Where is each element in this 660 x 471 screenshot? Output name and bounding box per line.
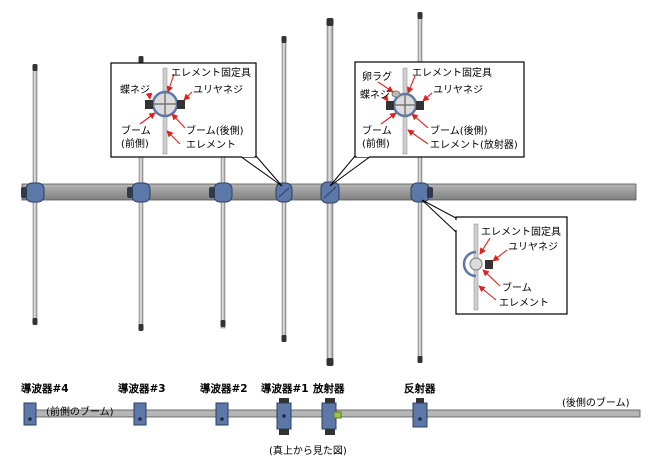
top-label-director1: 導波器#1 <box>261 382 309 395</box>
callout-reflector-clamp-label: エレメント固定具 <box>481 225 561 238</box>
callout-director1-boom-front-b: (前側) <box>121 137 149 150</box>
callout-radiator-boom-front-b: (前側) <box>362 137 390 150</box>
callout-reflector-drawing <box>462 223 493 311</box>
top-clamp-director1 <box>276 398 292 435</box>
callout-radiator-egglug-label: 卵ラグ <box>362 70 392 83</box>
callout-reflector-leaders <box>478 237 508 301</box>
clamp-reflector <box>410 182 433 203</box>
top-clamp-director2 <box>215 402 229 426</box>
callout-radiator-boom-rear: ブーム(後側) <box>430 124 488 137</box>
callout-radiator: エレメント固定具 卵ラグ 蝶ネジ ユリヤネジ ブーム (前側) ブーム(後側) … <box>329 61 525 187</box>
callout-radiator-leaders <box>377 75 433 145</box>
top-boom-front-label: (前側のブーム) <box>46 405 114 418</box>
callout-radiator-element-label: エレメント(放射器) <box>430 138 518 151</box>
top-label-director3: 導波器#3 <box>118 382 166 395</box>
top-label-reflector: 反射器 <box>404 382 436 395</box>
top-label-radiator: 放射器 <box>312 382 345 395</box>
top-boom-rear-label: (後側のブーム) <box>562 396 630 409</box>
clamp-director2 <box>209 182 233 203</box>
clamp-director1 <box>275 182 293 203</box>
top-clamp-reflector <box>412 398 428 428</box>
callout-radiator-clamp-label: エレメント固定具 <box>412 66 492 79</box>
callout-director1-clamp-label: エレメント固定具 <box>171 66 251 79</box>
callout-reflector-ubolt-label: ユリヤネジ <box>508 241 558 253</box>
top-clamp-director4 <box>23 402 37 426</box>
callout-reflector-element-label: エレメント <box>499 298 549 309</box>
top-label-director2: 導波器#2 <box>200 382 248 395</box>
callout-director1-drawing <box>145 67 185 155</box>
callout-radiator-butterfly-label: 蝶ネジ <box>360 88 390 101</box>
callout-director1-boom-rear: ブーム(後側) <box>186 124 244 137</box>
callout-director1-butterfly-label: 蝶ネジ <box>120 83 150 96</box>
top-clamp-radiator <box>321 398 342 435</box>
clamp-radiator <box>320 181 340 204</box>
callout-director1-boom-front-a: ブーム <box>121 124 151 137</box>
clamps-side-view <box>21 181 433 204</box>
top-view-caption: (真上から見た図) <box>269 444 347 457</box>
callout-director1: エレメント固定具 蝶ネジ ユリヤネジ ブーム (前側) ブーム(後側) エレメン… <box>110 62 283 187</box>
callout-reflector: エレメント固定具 ユリヤネジ ブーム エレメント <box>421 199 568 315</box>
top-clamp-director3 <box>133 402 147 426</box>
top-view: 導波器#4 導波器#3 導波器#2 導波器#1 放射器 反射器 (前側のブーム)… <box>21 382 641 457</box>
clamp-director3 <box>127 182 151 203</box>
callout-director1-ubolt-label: ユリヤネジ <box>193 84 243 96</box>
callout-reflector-boom-label: ブーム <box>502 281 532 294</box>
top-label-director4: 導波器#4 <box>21 382 69 395</box>
callout-radiator-boom-front-a: ブーム <box>362 124 392 137</box>
callout-radiator-ubolt-label: ユリヤネジ <box>433 84 483 96</box>
callout-radiator-drawing <box>386 67 424 155</box>
clamp-director4 <box>21 182 45 203</box>
callout-director1-leaders <box>139 73 193 145</box>
callout-director1-element-label: エレメント <box>186 140 236 151</box>
